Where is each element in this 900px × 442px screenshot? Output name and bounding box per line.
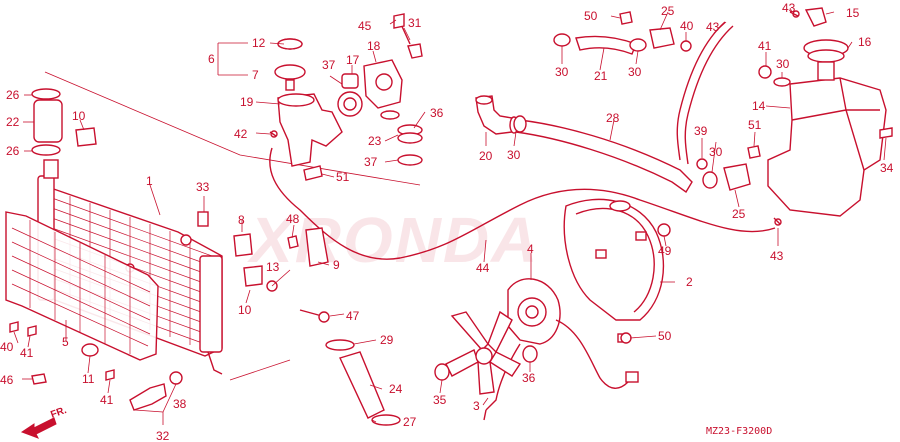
hoses <box>33 21 776 419</box>
callout-3: 3 <box>473 399 480 413</box>
callout-46: 45 <box>358 19 372 33</box>
callout-38: 37 <box>322 58 336 72</box>
callout-41-a: 40 <box>0 340 14 354</box>
callout-21: 21 <box>594 69 608 83</box>
callout-35: 34 <box>880 161 894 175</box>
callout-12: 12 <box>252 36 266 50</box>
callout-52: 51 <box>336 170 350 184</box>
callout-25-top: 25 <box>661 4 675 18</box>
callout-23: 23 <box>368 134 382 148</box>
callout-37-b: 37 <box>364 155 378 169</box>
callout-7: 7 <box>252 68 259 82</box>
callout-51-a: 50 <box>584 9 598 23</box>
front-direction-label: FR. <box>49 405 68 421</box>
callout-30-b: 30 <box>628 65 642 79</box>
thermostat-assembly <box>274 21 423 181</box>
callout-1: 1 <box>146 174 153 188</box>
callout-41-b: 41 <box>20 346 34 360</box>
leader-lines <box>13 7 887 425</box>
callout-16: 16 <box>858 35 872 49</box>
reserve-tank <box>758 7 887 217</box>
small-parts <box>9 10 893 421</box>
callout-39: 38 <box>173 397 187 411</box>
callout-14: 14 <box>752 99 766 113</box>
callout-9: 9 <box>333 258 340 272</box>
callout-5: 5 <box>62 335 69 349</box>
callout-13: 13 <box>266 260 280 274</box>
callout-27: 27 <box>403 415 417 429</box>
callout-43-a: 42 <box>234 127 248 141</box>
callout-41-c: 41 <box>100 393 114 407</box>
callout-29: 29 <box>380 333 394 347</box>
water-pipe-joint <box>475 95 519 135</box>
callout-31: 30 <box>776 57 790 71</box>
callout-40-a: 39 <box>694 124 708 138</box>
callout-24: 24 <box>389 382 403 396</box>
callout-30-c: 30 <box>507 148 521 162</box>
callout-26-top: 26 <box>6 88 20 102</box>
callout-11: 11 <box>82 372 95 386</box>
callout-8: 8 <box>238 213 245 227</box>
callout-50-a: 49 <box>658 244 672 258</box>
fan-shroud <box>563 198 665 321</box>
callout-30-d: 30 <box>709 145 723 159</box>
callout-15: 15 <box>846 6 860 20</box>
callout-40-b: 40 <box>680 19 694 33</box>
callout-43-c: 43 <box>782 1 796 15</box>
callout-30-a: 30 <box>555 65 569 79</box>
callout-44: 43 <box>706 20 720 34</box>
callout-22: 22 <box>6 115 20 129</box>
callout-19: 19 <box>240 95 254 109</box>
callout-49: 48 <box>286 212 300 226</box>
callout-18: 18 <box>367 39 381 53</box>
callout-10-top: 10 <box>72 109 86 123</box>
callout-50-b: 50 <box>658 329 672 343</box>
part-code: MZ23-F3200D <box>706 426 772 437</box>
callout-34: 33 <box>196 180 210 194</box>
callout-32: 31 <box>408 16 422 30</box>
callout-4: 4 <box>527 242 534 256</box>
radiator-grille <box>5 211 159 361</box>
front-direction-indicator: FR. <box>20 405 68 439</box>
callout-37-a: 36 <box>430 106 444 120</box>
fan-blade <box>445 310 522 395</box>
callout-28: 28 <box>606 111 620 125</box>
callout-43-b: 43 <box>770 249 784 263</box>
callout-17: 17 <box>346 53 360 67</box>
callout-47: 46 <box>0 373 14 387</box>
callout-25-bottom: 25 <box>732 207 746 221</box>
callout-51-b: 51 <box>748 118 762 132</box>
callout-36-a: 35 <box>433 393 447 407</box>
callout-6: 6 <box>208 52 215 66</box>
clamps <box>31 33 718 426</box>
callout-48: 47 <box>346 309 360 323</box>
callout-45: 44 <box>476 261 490 275</box>
callout-42: 41 <box>758 39 772 53</box>
callout-36-b: 36 <box>522 371 536 385</box>
callout-26-bottom: 26 <box>6 144 20 158</box>
callout-20: 20 <box>479 149 493 163</box>
callout-2: 2 <box>686 275 693 289</box>
callout-10-bottom: 10 <box>238 303 252 317</box>
callout-33: 32 <box>156 429 170 442</box>
front-arrow-icon <box>20 417 57 439</box>
